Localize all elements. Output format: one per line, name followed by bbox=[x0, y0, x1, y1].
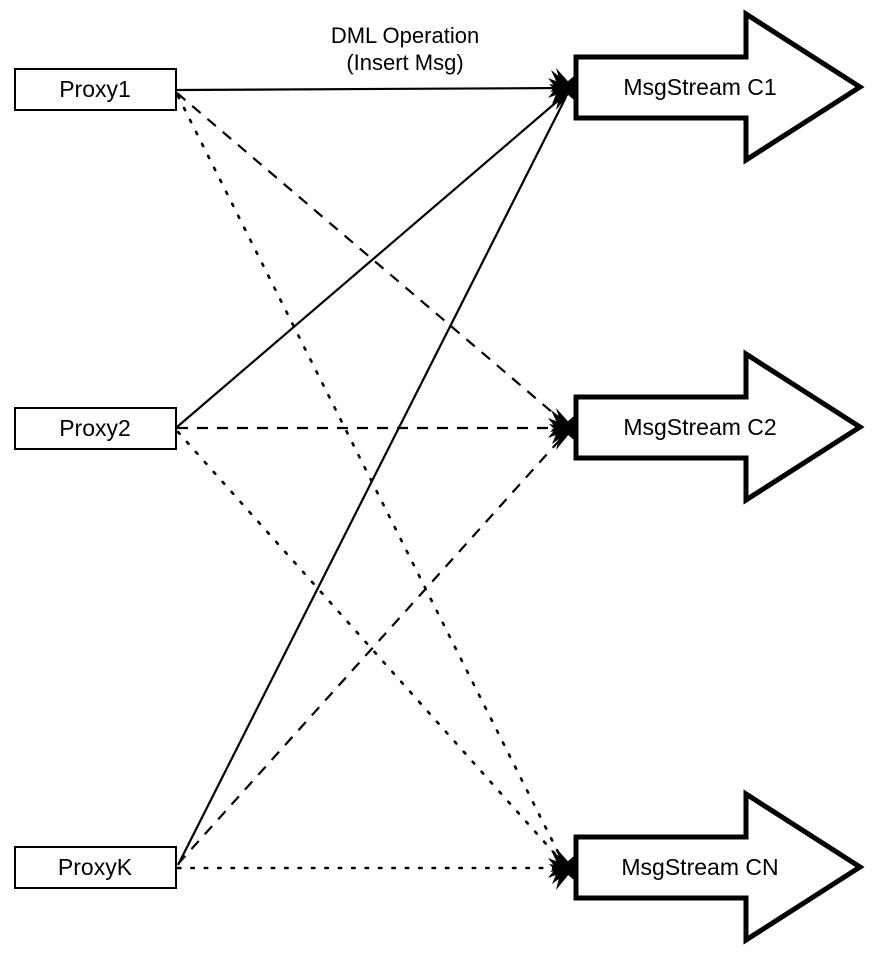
stream-arrow-shape-c1[interactable] bbox=[573, 9, 865, 165]
edge-proxyk-to-stream-c1 bbox=[177, 96, 567, 866]
edge-label-line-1: DML Operation bbox=[331, 23, 479, 48]
proxy-box-proxy1[interactable] bbox=[14, 68, 177, 111]
arrowhead-icon-stream-cn bbox=[548, 848, 574, 890]
proxy-label-proxy1: Proxy1 bbox=[59, 76, 131, 102]
stream-node-c1[interactable]: MsgStream C1 bbox=[573, 9, 865, 165]
arrowhead-layer bbox=[548, 68, 574, 890]
arrowhead-icon-stream-c1 bbox=[548, 68, 574, 110]
edge-proxy2-to-stream-cn bbox=[176, 430, 566, 866]
proxy-label-proxy2: Proxy2 bbox=[59, 415, 131, 441]
edge-proxy2-to-stream-c1 bbox=[176, 92, 568, 428]
stream-label-c1: MsgStream C1 bbox=[623, 74, 776, 100]
stream-arrow-shape-c2[interactable] bbox=[573, 349, 865, 505]
stream-label-cn: MsgStream CN bbox=[621, 854, 778, 880]
edge-layer bbox=[176, 86, 570, 870]
proxy-node-proxy1[interactable]: Proxy1 bbox=[14, 68, 177, 111]
proxy-box-proxy2[interactable] bbox=[14, 407, 177, 450]
edge-proxyk-to-stream-c2 bbox=[177, 432, 567, 865]
stream-node-cn[interactable]: MsgStream CN bbox=[573, 789, 865, 945]
stream-node-c2[interactable]: MsgStream C2 bbox=[573, 349, 865, 505]
edge-proxy1-to-stream-c2 bbox=[176, 92, 567, 425]
edge-proxy1-to-stream-cn bbox=[176, 94, 565, 864]
proxy-label-proxyk: ProxyK bbox=[58, 854, 133, 880]
proxy-node-proxy2[interactable]: Proxy2 bbox=[14, 407, 177, 450]
proxy-box-proxyk[interactable] bbox=[14, 846, 177, 889]
edge-label-dml-operation: DML Operation (Insert Msg) bbox=[331, 23, 479, 75]
stream-label-c2: MsgStream C2 bbox=[623, 414, 776, 440]
proxy-node-proxyk[interactable]: ProxyK bbox=[14, 846, 177, 889]
stream-arrow-shape-cn[interactable] bbox=[573, 789, 865, 945]
arrowhead-icon-stream-c2 bbox=[548, 408, 574, 450]
edge-proxy1-to-stream-c1 bbox=[176, 86, 569, 92]
edge-label-line-2: (Insert Msg) bbox=[346, 50, 463, 75]
